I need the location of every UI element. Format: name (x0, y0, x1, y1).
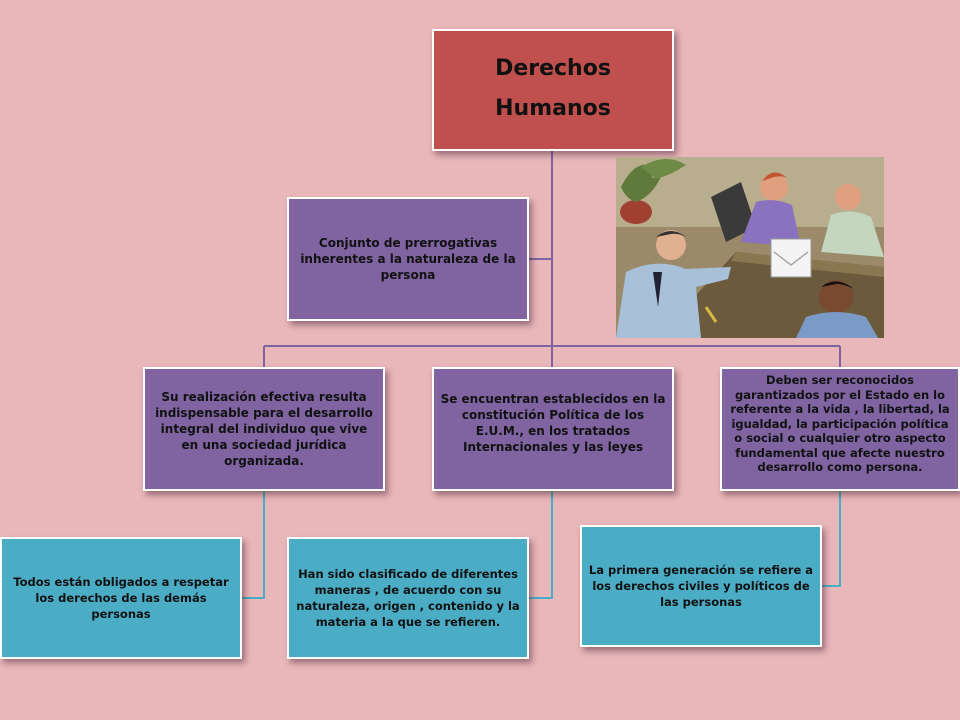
root-node-label: Derechos Humanos (495, 56, 611, 121)
realization-node-label: Su realización efectiva resulta indispen… (155, 390, 373, 468)
classified-node: Han sido clasificado de diferentes maner… (287, 537, 529, 659)
recognized-node-label: Deben ser reconocidos garantizados por e… (730, 373, 950, 474)
first-generation-node-label: La primera generación se refiere a los d… (588, 563, 814, 609)
classified-node-label: Han sido clasificado de diferentes maner… (296, 567, 520, 629)
definition-node-label: Conjunto de prerrogativas inherentes a l… (300, 236, 516, 282)
recognized-node: Deben ser reconocidos garantizados por e… (720, 367, 960, 491)
connector-first-generation (822, 491, 841, 587)
established-node: Se encuentran establecidos en la constit… (432, 367, 674, 491)
obligated-node: Todos están obligados a respetar los der… (0, 537, 242, 659)
root-node-derechos-humanos: Derechos Humanos (432, 29, 674, 151)
obligated-node-label: Todos están obligados a respetar los der… (13, 575, 229, 621)
connector-obligated (242, 491, 265, 599)
business-meeting-clipart-icon (616, 157, 884, 338)
first-generation-node: La primera generación se refiere a los d… (580, 525, 822, 647)
established-node-label: Se encuentran establecidos en la constit… (440, 392, 666, 454)
realization-node: Su realización efectiva resulta indispen… (143, 367, 385, 491)
connector-classified (529, 491, 553, 599)
definition-node: Conjunto de prerrogativas inherentes a l… (287, 197, 529, 321)
